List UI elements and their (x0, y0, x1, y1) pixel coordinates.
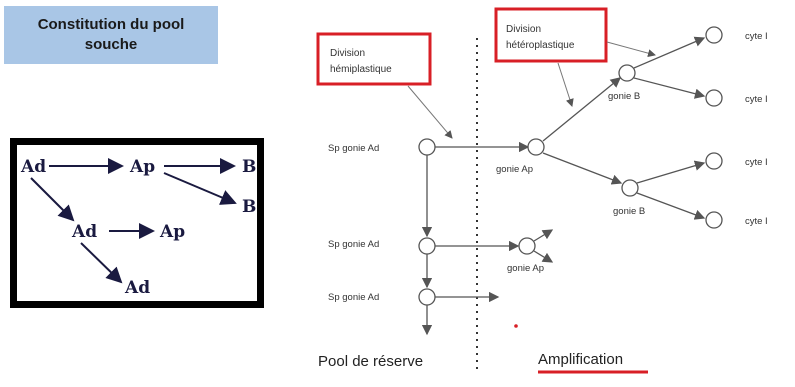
label-cyte-1: cyte I (745, 31, 768, 42)
cell-ap-2 (518, 237, 536, 255)
link-b2-cyte3 (636, 160, 706, 184)
box-division-heteroplastique (494, 7, 608, 63)
label-sp-gonie-ad-1: Sp gonie Ad (328, 143, 379, 154)
node-ad-2: Ad (71, 222, 97, 242)
label-sp-gonie-ad-3: Sp gonie Ad (328, 292, 379, 303)
label-gonie-b-1: gonie B (608, 91, 640, 102)
box-division-hemiplastique (316, 32, 432, 86)
title-line1: Constitution du pool (37, 16, 185, 33)
link-ap2-up (533, 229, 554, 242)
label-gonie-ap-2: gonie Ap (507, 263, 544, 274)
arrow-ad2-ad3 (80, 242, 123, 284)
label-cyte-4: cyte I (745, 216, 768, 227)
cell-ad-3 (418, 288, 436, 306)
title-box: Constitution du pool souche (4, 6, 218, 64)
cell-ap-1 (527, 138, 545, 156)
link-b1-cyte1 (633, 36, 706, 69)
pointer-heteroplastique-2 (606, 41, 656, 58)
cell-cyte-1 (705, 26, 723, 44)
right-diagram: Division hémiplastique Division hétéropl… (316, 7, 768, 374)
left-diagram: Ad Ap B B Ad Ap Ad (20, 157, 256, 298)
node-b-2: B (242, 197, 256, 217)
arrow-ap-b2 (163, 172, 237, 205)
label-pool-reserve: Pool de réserve (318, 353, 423, 370)
box2-line2: hétéroplastique (506, 40, 575, 51)
cell-b-2 (621, 179, 639, 197)
link-ap2-down (533, 250, 554, 263)
pointer-heteroplastique-1 (557, 62, 574, 107)
cell-ad-1 (418, 138, 436, 156)
label-cyte-2: cyte I (745, 94, 768, 105)
red-dot (514, 324, 518, 328)
box1-line1: Division (330, 48, 365, 59)
link-ap1-b2 (542, 152, 623, 185)
node-ad-1: Ad (20, 157, 46, 177)
box1-line2: hémiplastique (330, 64, 392, 75)
label-gonie-b-2: gonie B (613, 206, 645, 217)
cell-ad-2 (418, 237, 436, 255)
node-b-1: B (242, 157, 256, 177)
link-b2-cyte4 (636, 192, 706, 220)
label-gonie-ap-1: gonie Ap (496, 164, 533, 175)
node-ap-1: Ap (129, 157, 155, 177)
link-b1-cyte2 (633, 77, 706, 99)
box2-line1: Division (506, 24, 541, 35)
title-line2: souche (84, 36, 138, 53)
label-cyte-3: cyte I (745, 157, 768, 168)
cell-cyte-2 (705, 89, 723, 107)
cell-b-1 (618, 64, 636, 82)
arrow-ad-ad (30, 177, 75, 222)
link-ap1-b1 (542, 77, 622, 142)
left-diagram-panel: Ad Ap B B Ad Ap Ad (10, 138, 264, 308)
label-sp-gonie-ad-2: Sp gonie Ad (328, 239, 379, 250)
pointer-hemiplastique (407, 85, 453, 139)
node-ad-3: Ad (124, 278, 150, 298)
label-amplification: Amplification (538, 351, 623, 368)
cell-cyte-3 (705, 152, 723, 170)
cell-cyte-4 (705, 211, 723, 229)
node-ap-2: Ap (159, 222, 185, 242)
